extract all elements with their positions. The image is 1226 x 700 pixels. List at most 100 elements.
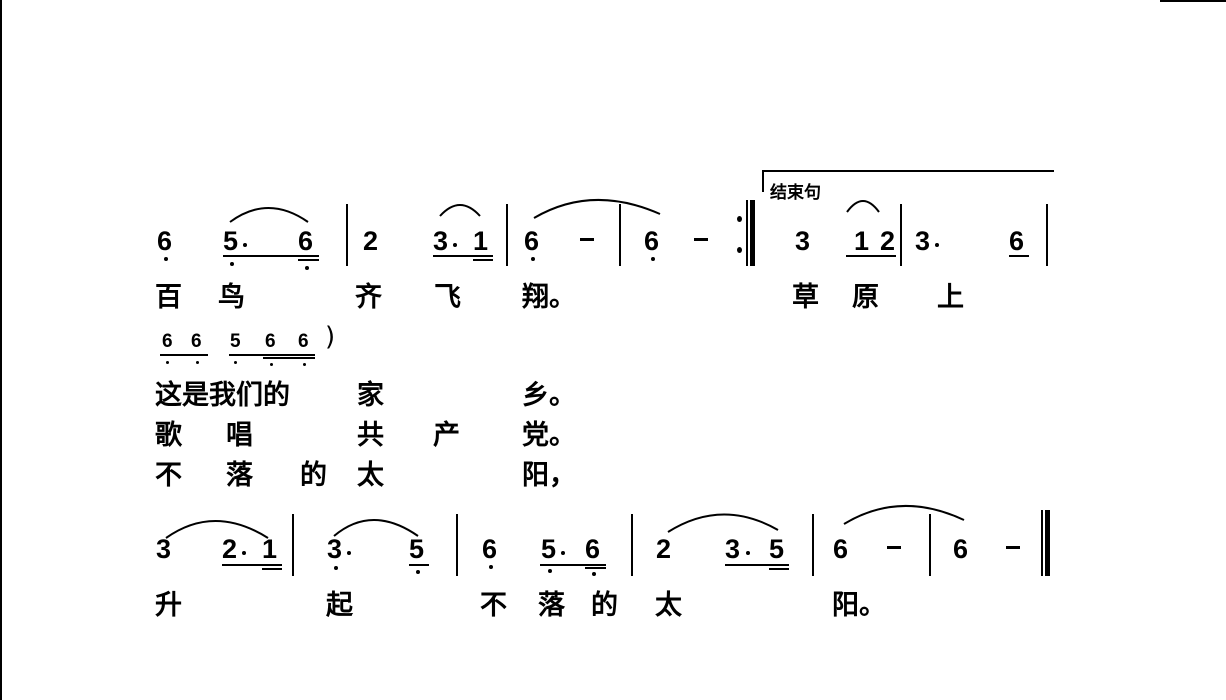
note: 6 (585, 534, 601, 564)
barline (1041, 510, 1043, 576)
low-octave-dot (164, 257, 168, 261)
augmentation-dot (746, 551, 750, 555)
verse-2-char: 歌 (155, 420, 182, 451)
verse-3-char: 落 (226, 460, 253, 491)
lyric-char: 阳。 (832, 590, 886, 621)
note: 3 (795, 226, 811, 256)
low-octave-dot (196, 361, 199, 364)
barline (812, 514, 814, 576)
augmentation-dot (347, 551, 351, 555)
slur-icon (333, 519, 419, 537)
final-barline (1045, 510, 1050, 576)
note: 6 (524, 226, 540, 256)
note: 2 (363, 226, 379, 256)
note: 5 (409, 534, 425, 564)
note: 3 (156, 534, 172, 564)
eighth-underline (160, 354, 208, 356)
page-top-mark (1160, 0, 1226, 2)
verse-2-char: 唱 (226, 420, 253, 451)
note: 5 (541, 534, 557, 564)
lyric-char: 太 (655, 590, 682, 621)
verse-1-segment: 这是我们的 (155, 380, 290, 411)
low-octave-dot (416, 570, 420, 574)
augmentation-dot (561, 551, 565, 555)
lyric-char: 落 (538, 590, 565, 621)
barline (631, 514, 633, 576)
slur-icon (229, 207, 309, 223)
eighth-underline (222, 564, 282, 566)
note: 2 (222, 534, 238, 564)
low-octave-dot (234, 361, 237, 364)
lyric-char: 飞 (434, 282, 461, 313)
lyric-char: 原 (852, 282, 879, 313)
eighth-underline (409, 564, 429, 566)
note: 6 (1009, 226, 1025, 256)
sustain-dash (887, 546, 901, 549)
note: 2 (880, 226, 896, 256)
verse-2-char: 党。 (522, 420, 576, 451)
note: 6 (298, 331, 309, 352)
repeat-end-barline (750, 200, 755, 266)
low-octave-dot (303, 363, 306, 366)
lyric-char: 翔。 (522, 282, 576, 313)
sustain-dash (1006, 546, 1020, 549)
sixteenth-underline (585, 567, 606, 569)
low-octave-dot (230, 262, 234, 266)
note: 6 (644, 226, 660, 256)
note: 6 (953, 534, 969, 564)
slur-icon (667, 513, 779, 533)
coda-bracket (762, 170, 1054, 192)
tie-icon (843, 505, 965, 525)
barline (1046, 204, 1048, 266)
note: 1 (473, 226, 489, 256)
coda-label: 结束句 (770, 183, 821, 203)
lyric-char: 鸟 (218, 282, 245, 313)
slur-icon (846, 200, 880, 213)
note: 5 (223, 226, 239, 256)
sixteenth-underline (473, 259, 493, 261)
sixteenth-underline (262, 568, 282, 570)
note: 3 (327, 534, 343, 564)
low-octave-dot (651, 257, 655, 261)
eighth-underline (540, 564, 606, 566)
barline (292, 514, 294, 576)
eighth-underline (223, 255, 319, 257)
verse-3-char: 的 (300, 460, 327, 491)
low-octave-dot (334, 566, 338, 570)
low-octave-dot (548, 569, 552, 573)
note: 1 (854, 226, 870, 256)
low-octave-dot (489, 565, 493, 569)
barline (346, 204, 348, 266)
barline (506, 204, 508, 266)
repeat-dot (737, 247, 742, 253)
note: 6 (191, 331, 202, 352)
low-octave-dot (305, 266, 309, 270)
sustain-dash (580, 238, 594, 241)
augmentation-dot (453, 243, 457, 247)
sustain-dash (694, 238, 708, 241)
verse-1-segment: 乡。 (522, 380, 576, 411)
note: 3 (725, 534, 741, 564)
note: 6 (162, 331, 173, 352)
verse-3-char: 阳， (522, 460, 576, 491)
low-octave-dot (531, 257, 535, 261)
note: 3 (915, 226, 931, 256)
verse-3-char: 不 (155, 460, 182, 491)
augmentation-dot (243, 243, 247, 247)
tie-icon (533, 199, 661, 219)
lyric-char: 上 (937, 282, 964, 313)
note: 6 (482, 534, 498, 564)
barline (619, 204, 621, 266)
lyric-char: 草 (792, 282, 819, 313)
barline (900, 204, 902, 266)
lyric-char: 的 (591, 590, 618, 621)
page-left-border (0, 0, 2, 700)
sixteenth-underline (769, 568, 789, 570)
barline (746, 200, 748, 266)
note: 6 (265, 331, 276, 352)
lyric-char: 不 (480, 590, 507, 621)
close-parenthesis: ) (325, 322, 336, 352)
verse-2-char: 产 (433, 420, 460, 451)
note: 1 (262, 534, 278, 564)
note: 5 (769, 534, 785, 564)
